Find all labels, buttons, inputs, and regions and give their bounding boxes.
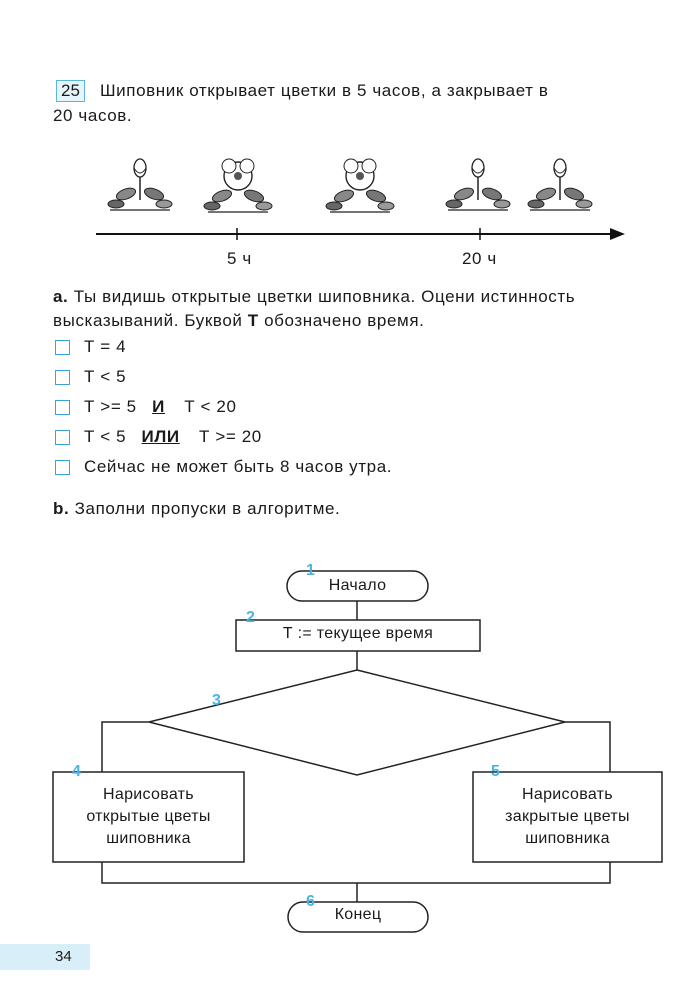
condition-diamond [148,669,566,776]
logical-and: И [152,397,165,416]
step-number-5: 5 [491,763,500,780]
closed-flower-icon [445,158,511,211]
step-number-3: 3 [212,692,221,709]
assign-block [235,619,481,652]
part-b-line: b. Заполни пропуски в алгоритме. [53,499,340,519]
task-text-line1: Шиповник открывает цветки в 5 часов, а з… [100,81,549,100]
step-number-6: 6 [306,893,315,910]
step-number-1: 1 [306,562,315,579]
part-b-text: Заполни пропуски в алгоритме. [74,499,341,518]
open-flower-icon [203,158,273,213]
statement-checkbox-4[interactable] [55,430,70,445]
statement-2: Т < 5 [84,367,127,386]
flowchart [52,570,663,933]
task-text-line2: 20 часов. [53,106,133,125]
part-b-letter: b. [53,499,70,518]
page-number: 34 [55,948,72,965]
end-terminal [287,901,429,933]
right-action-block [472,771,663,863]
tick-label-5: 5 ч [227,249,252,268]
statement-3: Т >= 5 И Т < 20 [84,397,237,416]
logical-or: ИЛИ [141,427,180,446]
timeline-figure [96,158,625,240]
left-action-block [52,771,245,863]
closed-flower-icon [107,158,173,211]
open-flower-icon [325,158,395,213]
statement-4: Т < 5 ИЛИ Т >= 20 [84,427,262,446]
part-a-line2: высказываний. Буквой Т обозначено время. [53,311,425,330]
statement-checkbox-3[interactable] [55,400,70,415]
task-number: 25 [56,80,85,102]
end-label: Конец [334,906,382,923]
start-label: Начало [328,577,387,594]
right-label-2: закрытые цветы [505,808,630,825]
statement-checkbox-2[interactable] [55,370,70,385]
part-a-line1: a. Ты видишь открытые цветки шиповника. … [53,287,575,307]
part-a-letter: a. [53,287,69,306]
step-number-2: 2 [246,609,255,626]
page-number-tab [0,944,90,970]
statement-5: Сейчас не может быть 8 часов утра. [84,457,393,476]
step-number-4: 4 [72,763,81,780]
assign-label: Т := текущее время [282,625,434,642]
part-a-text: Ты видишь открытые цветки шиповника. Оце… [73,287,576,306]
left-label-2: открытые цветы [86,808,211,825]
left-label-1: Нарисовать [103,786,194,803]
right-label-3: шиповника [525,830,610,847]
statement-checkbox-5[interactable] [55,460,70,475]
statement-1: Т = 4 [84,337,127,356]
right-label-1: Нарисовать [522,786,613,803]
tick-label-20: 20 ч [462,249,497,268]
left-label-3: шиповника [106,830,191,847]
statement-checkbox-1[interactable] [55,340,70,355]
closed-flower-icon [527,158,593,211]
axis-arrow-icon [610,228,625,240]
